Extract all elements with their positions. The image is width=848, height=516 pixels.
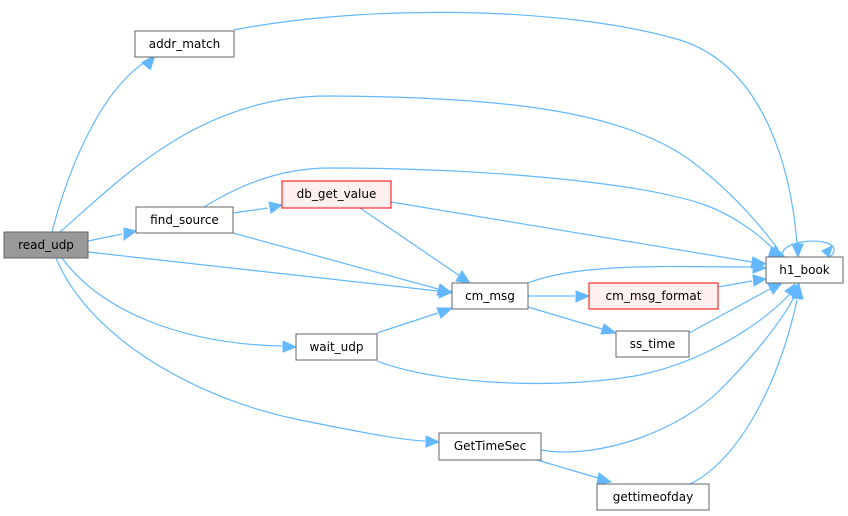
edge-line xyxy=(51,59,149,233)
node-read-udp-box xyxy=(3,231,89,259)
edge-cm-msg-to-cm-msg-format xyxy=(528,290,591,303)
edge-find-source-to-h1-book xyxy=(203,167,784,258)
arrowhead xyxy=(821,245,833,258)
edge-db-get-value-to-cm-msg xyxy=(359,207,472,284)
arrowhead xyxy=(425,435,441,448)
node-find-source-box xyxy=(135,206,234,234)
arrowhead xyxy=(575,290,591,303)
node-addr-match-box xyxy=(134,30,235,58)
edge-read-udp-to-find-source xyxy=(87,227,138,242)
node-find-source-label: find_source xyxy=(150,213,219,227)
edge-db-get-value-to-h1-book xyxy=(390,201,768,269)
node-gettimesec-box xyxy=(438,432,542,461)
edge-find-source-to-db-get-value xyxy=(232,201,284,214)
arrowhead xyxy=(123,227,138,241)
node-read-udp[interactable]: read_udp xyxy=(3,231,89,259)
arrowhead xyxy=(752,261,768,274)
function-nodes: read_udp addr_match find_source db_get_v… xyxy=(3,30,844,511)
node-read-udp-label: read_udp xyxy=(18,238,74,252)
edge-wait-udp-to-cm-msg xyxy=(376,307,454,334)
edge-line xyxy=(359,207,461,277)
edge-line xyxy=(376,294,790,385)
edge-line xyxy=(782,240,835,258)
edge-wait-udp-to-h1-book xyxy=(376,282,796,385)
node-db-get-value-box xyxy=(281,180,392,209)
edge-cm-msg-format-to-h1-book xyxy=(717,274,768,288)
arrowhead xyxy=(436,283,454,296)
node-find-source[interactable]: find_source xyxy=(135,206,234,234)
arrowhead xyxy=(791,243,804,259)
node-cm-msg-format-box xyxy=(588,282,719,310)
edge-read-udp-to-cm-msg xyxy=(87,251,454,299)
node-db-get-value-label: db_get_value xyxy=(297,187,377,201)
arrowhead xyxy=(282,340,298,353)
call-edges xyxy=(51,11,835,485)
node-ss-time-box xyxy=(615,330,690,358)
edge-line xyxy=(61,257,283,347)
edge-line xyxy=(232,207,269,214)
edge-line xyxy=(232,232,439,290)
arrowhead xyxy=(455,270,472,284)
edge-line xyxy=(233,11,798,244)
edge-line xyxy=(376,312,439,334)
arrowhead xyxy=(268,201,284,214)
edge-line xyxy=(527,306,603,330)
node-cm-msg-format[interactable]: cm_msg_format xyxy=(588,282,719,310)
arrowhead xyxy=(752,274,768,287)
edge-line xyxy=(390,201,753,263)
edge-gettimesec-to-gettimeofday xyxy=(536,459,613,485)
node-addr-match[interactable]: addr_match xyxy=(134,30,235,58)
arrowhead xyxy=(436,307,454,319)
arrowhead xyxy=(791,282,804,300)
node-db-get-value[interactable]: db_get_value xyxy=(281,180,392,209)
node-cm-msg[interactable]: cm_msg xyxy=(451,282,529,310)
edge-line xyxy=(87,233,123,242)
node-gettimeofday[interactable]: gettimeofday xyxy=(596,483,710,511)
edge-line xyxy=(203,167,775,251)
node-wait-udp-box xyxy=(295,333,378,361)
edge-line xyxy=(540,296,795,453)
arrowhead xyxy=(767,282,784,295)
edge-find-source-to-cm-msg xyxy=(232,232,454,296)
node-h1-book[interactable]: h1_book xyxy=(765,256,844,284)
node-gettimeofday-box xyxy=(596,483,710,511)
edge-line xyxy=(59,95,779,250)
arrowhead xyxy=(600,323,618,335)
edge-line xyxy=(717,280,753,288)
edge-read-udp-to-gettimesec xyxy=(55,257,441,448)
node-h1-book-label: h1_book xyxy=(779,263,830,277)
edge-h1-book-to-h1-book xyxy=(782,240,835,258)
node-wait-udp-label: wait_udp xyxy=(309,340,363,354)
node-gettimesec-label: GetTimeSec xyxy=(454,439,526,453)
node-gettimeofday-label: gettimeofday xyxy=(613,490,693,504)
node-cm-msg-box xyxy=(451,282,529,310)
edge-addr-match-to-h1-book xyxy=(233,11,804,259)
edge-read-udp-to-addr-match xyxy=(51,53,156,233)
edge-cm-msg-to-ss-time xyxy=(527,306,618,335)
edge-line xyxy=(87,251,439,292)
node-cm-msg-format-label: cm_msg_format xyxy=(606,289,702,303)
edge-gettimeofday-to-h1-book xyxy=(689,282,804,485)
edge-read-udp-to-wait-udp xyxy=(61,257,298,353)
node-ss-time[interactable]: ss_time xyxy=(615,330,690,358)
node-gettimesec[interactable]: GetTimeSec xyxy=(438,432,542,461)
edge-line xyxy=(536,459,599,479)
edge-cm-msg-to-h1-book xyxy=(527,261,768,284)
node-ss-time-label: ss_time xyxy=(630,337,676,351)
node-cm-msg-label: cm_msg xyxy=(465,289,515,303)
node-wait-udp[interactable]: wait_udp xyxy=(295,333,378,361)
arrowhead xyxy=(596,472,613,485)
edge-line xyxy=(55,257,426,442)
edge-line xyxy=(688,288,771,334)
node-h1-book-box xyxy=(765,256,844,284)
node-addr-match-label: addr_match xyxy=(149,37,220,51)
edge-line xyxy=(527,265,753,284)
arrowhead xyxy=(140,53,156,71)
edge-line xyxy=(689,299,798,485)
